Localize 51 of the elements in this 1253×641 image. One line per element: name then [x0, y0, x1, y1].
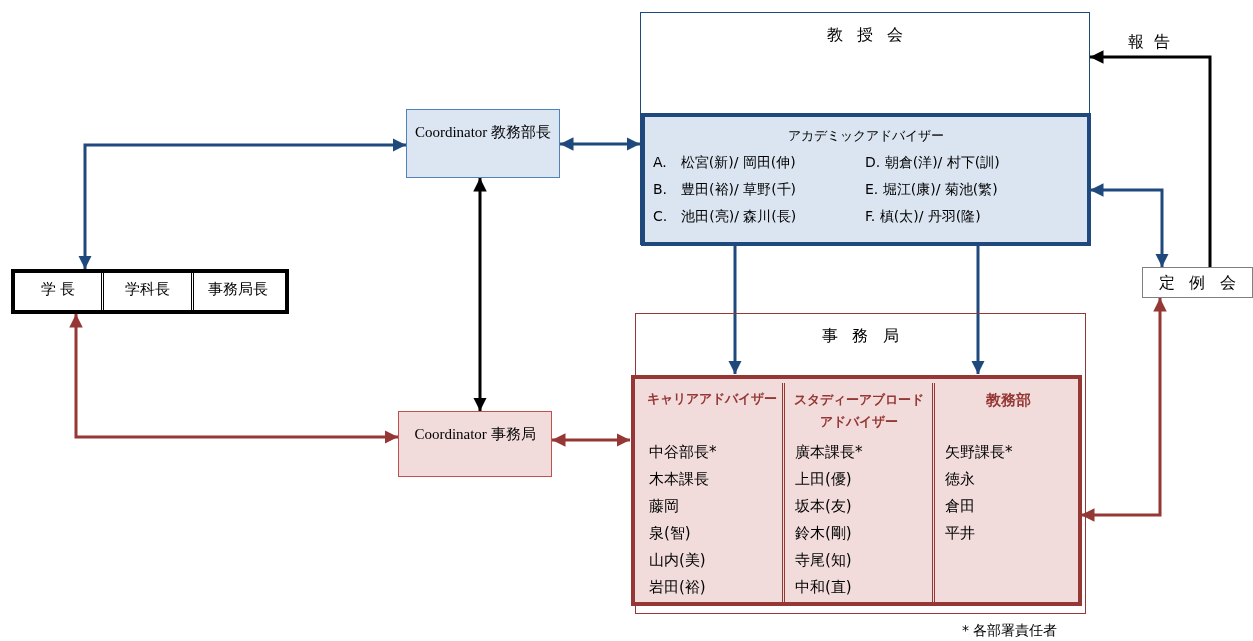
node-label: 学科長	[124, 280, 171, 299]
member-name: 徳永	[945, 470, 975, 489]
arrow	[1090, 183, 1169, 267]
arrow	[971, 245, 985, 374]
member-name: C. 池田(亮)/ 森川(長)	[653, 208, 797, 226]
arrow	[78, 138, 406, 269]
member-name: E. 堀江(康)/ 菊池(繁)	[865, 181, 998, 199]
arrow	[69, 314, 398, 444]
member-name: 倉田	[945, 497, 975, 516]
member-name: 平井	[945, 524, 975, 543]
arrow	[473, 178, 487, 411]
member-name: A. 松宮(新)/ 岡田(伸)	[653, 154, 796, 172]
arrow	[552, 433, 630, 447]
member-name: 廣本課長*	[795, 443, 863, 462]
member-name: 中谷部長*	[649, 443, 717, 462]
member-name: 泉(智)	[649, 524, 691, 543]
heading: 教務部	[984, 391, 1032, 410]
node-label: Coordinator 事務局	[413, 425, 537, 444]
node-label: Coordinator 教務部長	[413, 123, 553, 142]
member-name: 中和(直)	[795, 578, 852, 597]
team-frame	[631, 375, 1082, 606]
member-name: 鈴木(剛)	[795, 524, 852, 543]
coordinator-box	[406, 109, 560, 178]
member-name: 木本課長	[649, 470, 709, 489]
node-label: 教授会	[825, 25, 919, 46]
member-name: 矢野課長*	[945, 443, 1013, 462]
arrow	[728, 245, 742, 374]
arrow	[560, 137, 640, 151]
node-label: 事務局	[821, 326, 915, 347]
advisor-box	[641, 113, 1091, 246]
heading: スタディーアブロードアドバイザー	[792, 391, 925, 431]
member-name: F. 槙(太)/ 丹羽(隆)	[865, 208, 981, 226]
member-name: 上田(優)	[795, 470, 852, 489]
coordinator-box	[398, 411, 552, 477]
arrow	[1090, 50, 1212, 267]
member-name: B. 豊田(裕)/ 草野(千)	[653, 181, 797, 199]
member-name: 岩田(裕)	[649, 578, 706, 597]
member-name: D. 朝倉(洋)/ 村下(訓)	[865, 154, 1000, 172]
member-name: 山内(美)	[649, 551, 706, 570]
node-label: 学 長	[39, 280, 77, 299]
member-name: 坂本(友)	[795, 497, 852, 516]
node-label: 事務局長	[207, 280, 269, 299]
faculty-box	[640, 12, 1090, 245]
arrow	[1081, 298, 1167, 522]
member-name: 藤岡	[649, 497, 679, 516]
member-name: 寺尾(知)	[795, 551, 852, 570]
node-label: 定例会	[1158, 273, 1252, 294]
heading: アカデミックアドバイザー	[787, 127, 945, 145]
footnote: * 各部署責任者	[962, 622, 1058, 640]
heading: キャリアアドバイザー	[646, 391, 778, 408]
meeting-box	[1142, 267, 1253, 298]
